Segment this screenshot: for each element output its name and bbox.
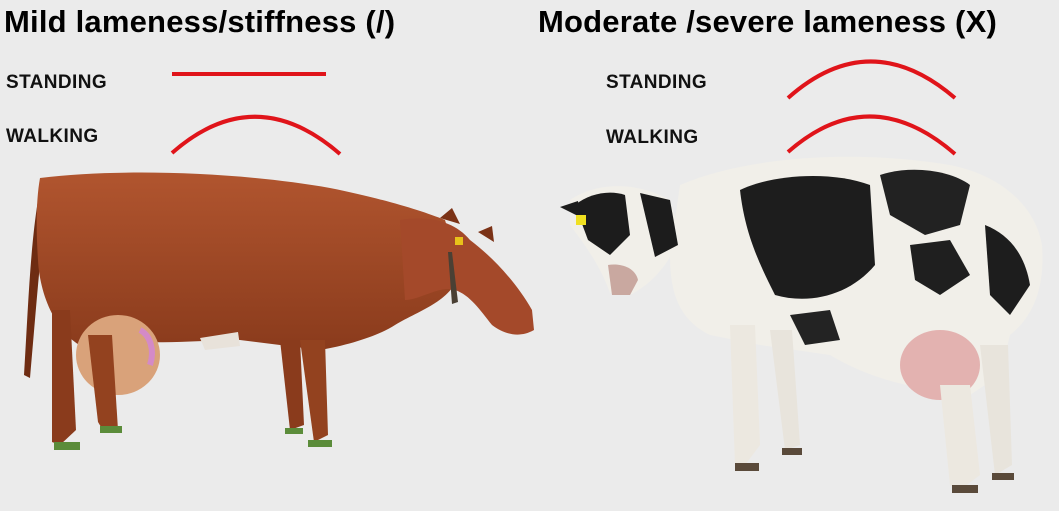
red-brown-cow-image bbox=[0, 160, 530, 460]
standing-back-line-arched bbox=[788, 62, 955, 99]
panel-moderate-severe-lameness: Moderate /severe lameness (X) STANDING W… bbox=[530, 0, 1059, 511]
walking-back-line-arched bbox=[172, 117, 340, 154]
black-white-holstein-cow-image bbox=[530, 145, 1059, 505]
panel-mild-lameness: Mild lameness/stiffness (/) STANDING WAL… bbox=[0, 0, 530, 511]
